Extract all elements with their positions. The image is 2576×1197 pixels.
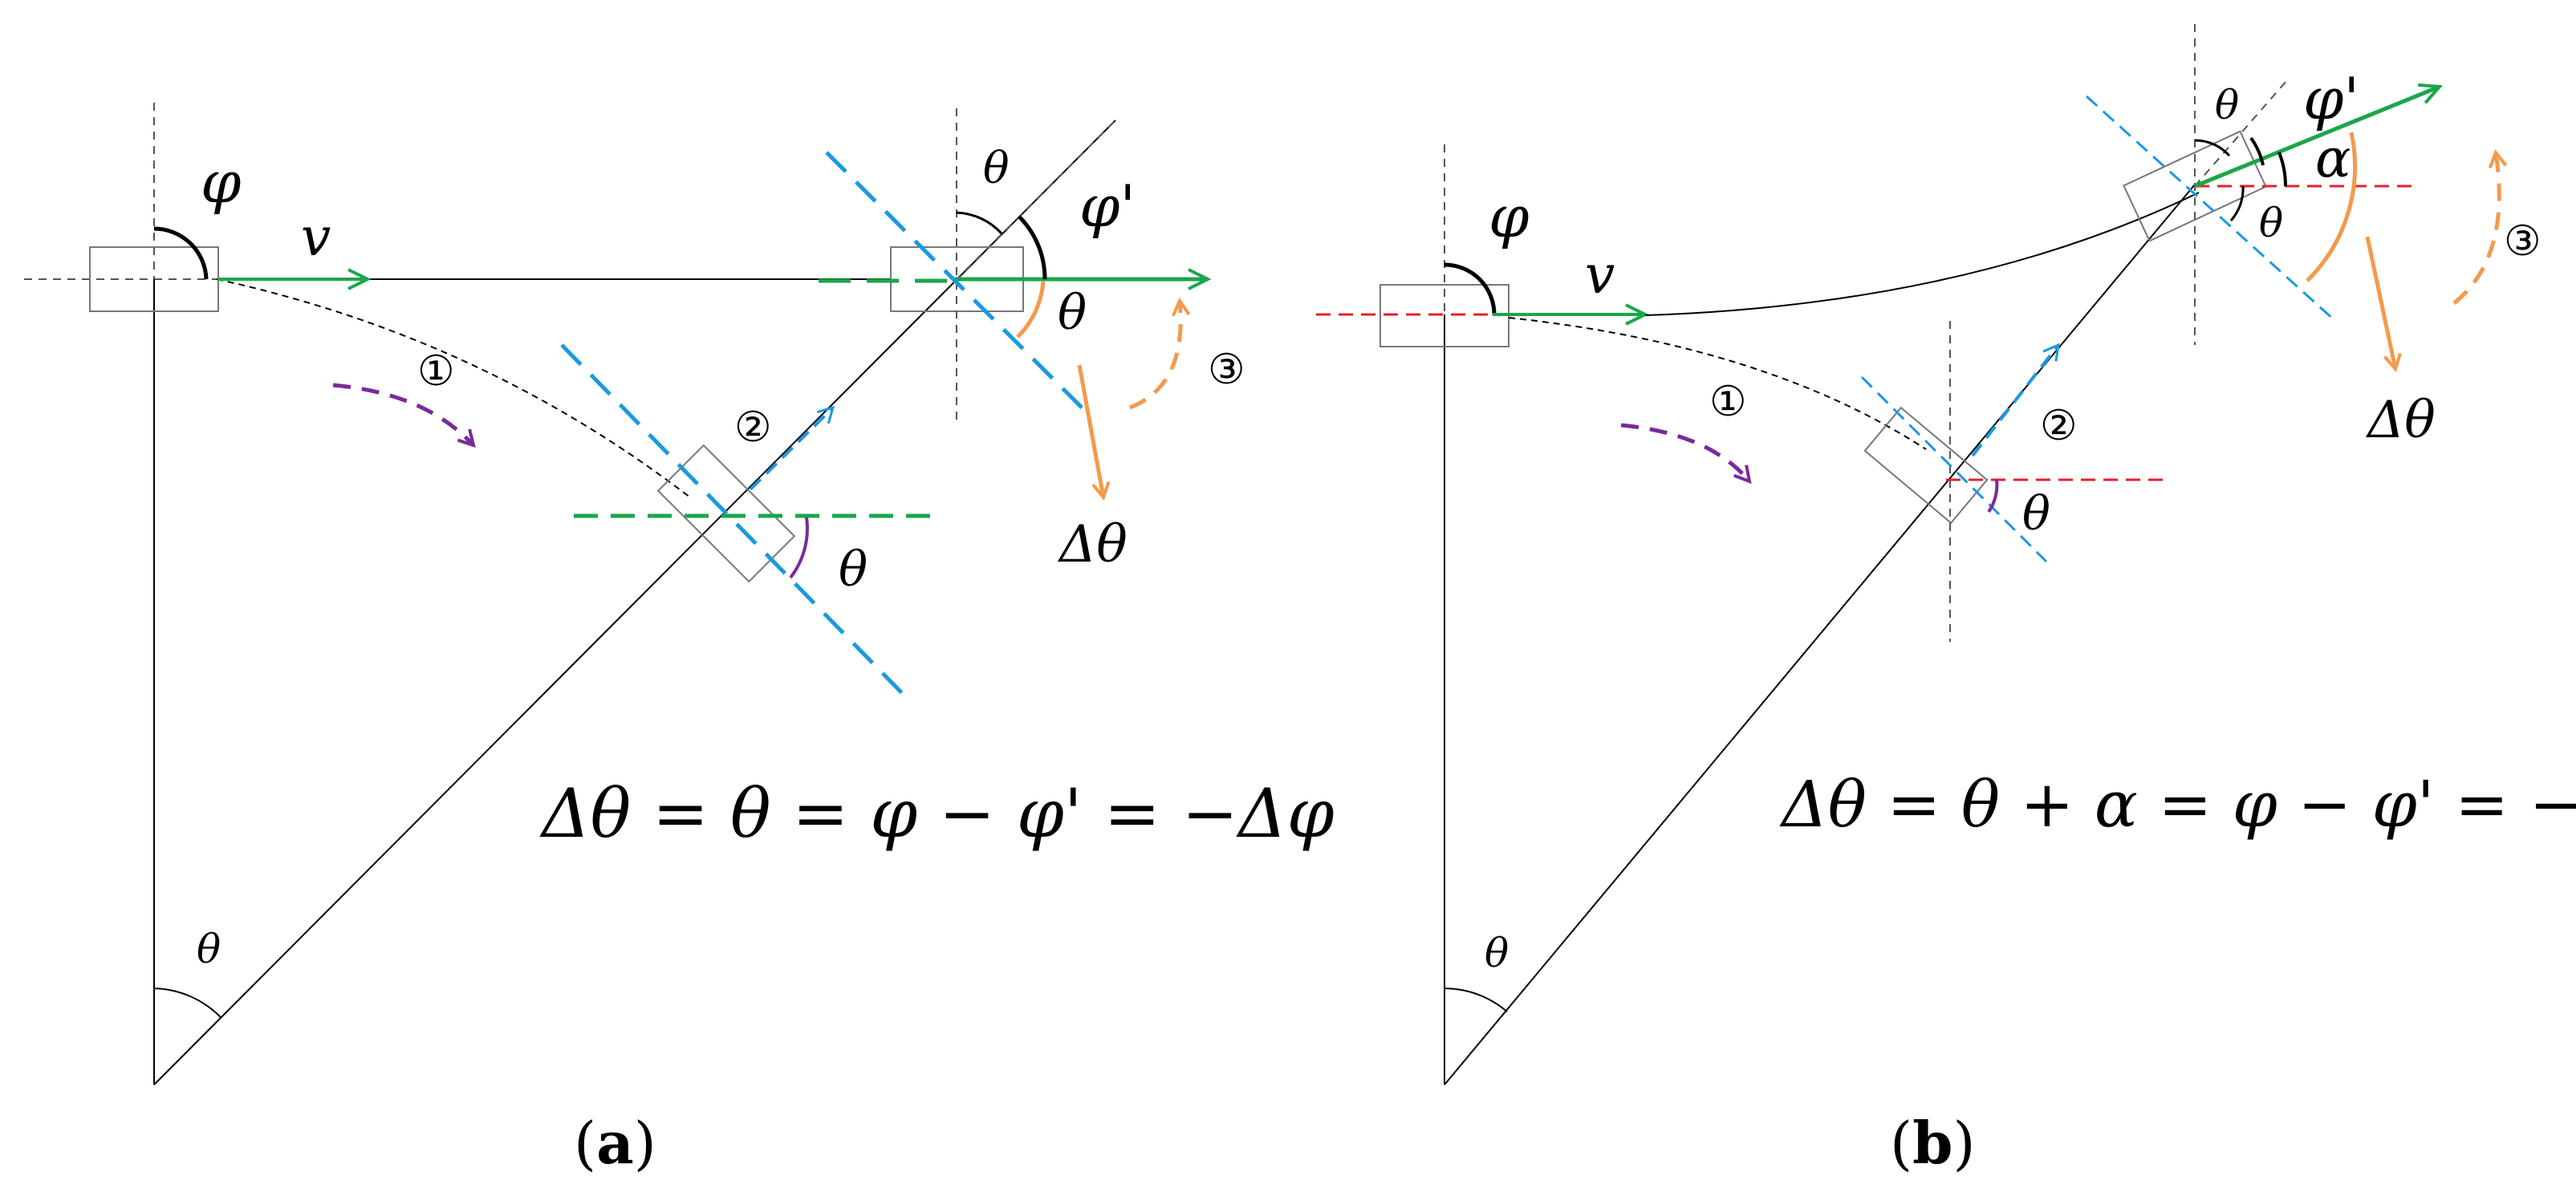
b-diagonal-radius <box>1444 184 2196 1085</box>
a-end-theta-arc <box>956 211 1003 235</box>
b-label-alpha: α <box>2315 128 2351 189</box>
b-label-theta-mid: θ <box>2022 486 2050 541</box>
a-mid-theta-arc <box>789 517 809 579</box>
b-mid-theta-arc <box>1987 479 1999 513</box>
b-end-green-arrow <box>2194 87 2440 189</box>
b-solid-curve <box>1644 192 2200 316</box>
a-caption: (a) <box>574 1109 656 1177</box>
b-step1-arrow <box>1620 423 1749 481</box>
b-label-v: v <box>1585 244 1615 306</box>
a-label-delta-theta: Δθ <box>1057 515 1128 574</box>
a-end-phi-prime-arc <box>1018 215 1047 280</box>
b-end-alpha-arc <box>2277 152 2288 187</box>
a-step3-arrow <box>1129 301 1180 410</box>
b-mid-blue-axis <box>1860 375 2048 563</box>
a-step-1-label: ① <box>417 347 455 396</box>
b-label-theta-bottom: θ <box>1485 930 1509 976</box>
b-label-theta-top: θ <box>2215 82 2239 128</box>
b-caption-open: ( <box>1890 1110 1912 1177</box>
a-label-theta-top: θ <box>983 143 1010 193</box>
a-curved-path <box>216 278 691 498</box>
b-label-delta-theta: Δθ <box>2365 391 2436 450</box>
a-mid-blue-arrow <box>749 405 835 491</box>
b-end-theta-arc <box>2194 139 2231 157</box>
b-step-2-label: ② <box>2040 402 2078 450</box>
b-mid-blue-arrow <box>1971 343 2060 457</box>
a-label-v: v <box>301 206 331 268</box>
b-end-vehicle <box>2123 130 2267 242</box>
b-label-phi-prime: φ' <box>2303 65 2359 132</box>
a-step-2-label: ② <box>734 404 772 452</box>
b-label-theta-right: θ <box>2259 200 2283 246</box>
b-step3-arrow <box>2452 152 2499 305</box>
a-diagonal-radius <box>153 120 1116 1085</box>
b-dashed-curve <box>1508 317 1927 450</box>
a-label-theta-bottom: θ <box>197 926 221 972</box>
a-caption-open: ( <box>574 1110 596 1177</box>
a-label-theta-right: θ <box>1058 285 1087 341</box>
b-end-blue-axis <box>2085 95 2337 323</box>
a-caption-letter: a <box>596 1109 634 1177</box>
b-end-theta-right-arc <box>2229 185 2245 221</box>
a-label-phi: φ <box>201 148 242 216</box>
b-bottom-theta-arc <box>1444 988 1508 1012</box>
a-delta-theta-arrow <box>1077 364 1103 497</box>
a-end-orange-arc <box>1016 280 1046 339</box>
a-end-blue-axis <box>825 151 1085 411</box>
b-step-1-label: ① <box>1709 378 1747 426</box>
a-step-3-label: ③ <box>1208 346 1245 394</box>
panel-a: φ v ① ② ③ θ φ' θ Δθ θ θ Δθ = θ = φ − φ' … <box>24 103 1335 1177</box>
b-end-phi-prime-arc <box>2249 136 2265 166</box>
b-caption: (b) <box>1890 1109 1976 1177</box>
b-delta-theta-arrow <box>2365 236 2395 369</box>
b-equation: Δθ = θ + α = φ − φ' = −Δφ <box>1779 767 2576 842</box>
b-end-orange-arc <box>2306 132 2358 282</box>
b-middle-vehicle <box>1863 406 1989 525</box>
a-caption-close: ) <box>634 1110 656 1177</box>
a-bottom-theta-arc <box>153 988 221 1018</box>
b-end-diag-ext <box>2194 79 2288 187</box>
b-caption-letter: b <box>1912 1109 1952 1177</box>
a-label-phi-prime: φ' <box>1079 172 1136 240</box>
a-phi-arc <box>153 226 209 280</box>
a-label-theta-mid: θ <box>839 542 867 598</box>
a-mid-blue-axis <box>560 343 908 700</box>
b-caption-close: ) <box>1952 1110 1975 1177</box>
a-diagonal-extension <box>954 120 1116 282</box>
panel-b: φ v ① ② ③ θ φ' α θ Δθ θ θ Δθ = θ + α = φ… <box>1316 24 2576 1177</box>
b-phi-arc <box>1444 262 1497 315</box>
b-step-3-label: ③ <box>2504 217 2541 266</box>
b-label-phi: φ <box>1489 183 1530 250</box>
a-equation: Δθ = θ = φ − φ' = −Δφ <box>539 774 1335 853</box>
